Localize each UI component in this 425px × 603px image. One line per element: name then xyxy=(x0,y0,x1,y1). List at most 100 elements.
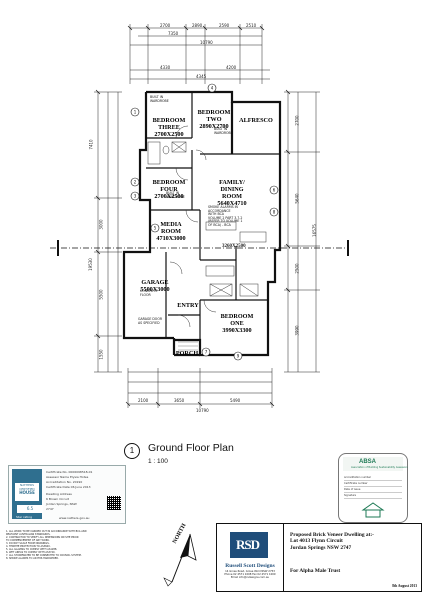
room-size: 4710X3000 xyxy=(156,235,186,242)
cert-row: Accreditation No. 20190 xyxy=(46,480,83,484)
cert-row: Certificate Date 06 June 2013 xyxy=(46,485,91,489)
cert-row: Dwelling Address xyxy=(46,492,72,496)
internal-walls xyxy=(146,92,280,340)
dim-bottom-seg-b: 3650 xyxy=(174,398,185,403)
nathers-star-rating: 6.5 xyxy=(17,505,43,513)
room-size: 5500X3000 xyxy=(140,286,170,293)
room-name: GARAGE xyxy=(141,279,169,286)
dim-top-overall-1: 7350 xyxy=(168,31,179,36)
room-name: BEDROOM ONE xyxy=(220,313,254,327)
dim-right-seg-c: 2500 xyxy=(294,263,300,274)
dim-top-seg-c: 2590 xyxy=(219,23,230,28)
dim-left-overall: 19530 xyxy=(87,258,93,271)
drawing-marker: 1 xyxy=(124,443,140,459)
plan-scale: 1 : 100 xyxy=(148,458,168,465)
dim-right-seg-d: 3990 xyxy=(294,325,300,336)
company-address: 14 Grose Road, Grose Wold NSW 2753 Phone… xyxy=(224,570,276,580)
svg-text:8: 8 xyxy=(273,210,276,215)
cert-row: Certificate No. 0006098518-01 xyxy=(46,470,93,474)
svg-text:9: 9 xyxy=(237,354,240,359)
cert-row: Assessor Name Elysia Hotes xyxy=(46,475,89,479)
absa-row: Date of issue xyxy=(344,488,402,493)
qr-code-icon xyxy=(107,496,121,510)
note-line: 5. ALL GLAZING TO COMPLY WITH AS1288. xyxy=(6,548,58,551)
section-line xyxy=(50,240,349,256)
room-marker-numbers: 1 4 2 3 6 8 5 7 9 xyxy=(134,86,276,359)
absa-stamp: ABSA Association of Building Sustainabil… xyxy=(338,453,408,523)
room-name: ALFRESCO xyxy=(239,117,273,124)
floor-plan-drawing: 1 4 2 3 6 8 5 7 9 xyxy=(50,24,349,408)
company-logo: RSD xyxy=(230,532,268,558)
dim-top-seg-d: 2510 xyxy=(246,23,257,28)
door-swings xyxy=(169,125,217,328)
nathers-label: NATHERS CERTIFIED xyxy=(19,483,35,491)
note-line: 4. TERMITE PROTECTION TO AS3660. xyxy=(6,545,51,548)
nathers-logo-house: NATHERS CERTIFIED HOUSE xyxy=(15,483,39,501)
dim-left-seg-d: 1550 xyxy=(98,349,104,360)
dim-top-overall-2: 10790 xyxy=(200,40,213,45)
note-wardrobe-bed4: BUILT IN WARDROBE xyxy=(166,191,185,199)
room-size: 5640X4710 xyxy=(217,200,247,207)
svg-text:2: 2 xyxy=(134,180,137,185)
room-name: MEDIA ROOM xyxy=(160,221,182,235)
company-logo-glyph: RSD xyxy=(236,537,260,552)
room-size: 2700X2500 xyxy=(154,193,184,200)
nathers-house-word: HOUSE xyxy=(19,490,35,495)
dim-left-seg-c: 5500 xyxy=(98,289,104,300)
room-size: 2700X2500 xyxy=(154,131,184,138)
bathroom-fixtures xyxy=(147,141,187,165)
note-line: 3. DO NOT SCALE FROM DRAWINGS. xyxy=(6,542,50,545)
project-description: Proposed Brick Veneer Dwelling at:- Lot … xyxy=(290,532,374,551)
note-line: TO COMMENCEMENT OF ANY WORK. xyxy=(6,539,50,542)
external-walls xyxy=(122,90,282,357)
dim-right-overall: 16575 xyxy=(311,224,317,237)
nathers-rating-label: Star rating xyxy=(16,515,32,519)
room-markers xyxy=(130,83,279,361)
left-dimension-lines xyxy=(94,91,122,373)
absa-subtitle: Association of Building Sustainability A… xyxy=(351,466,408,469)
room-entry: ENTRY xyxy=(176,295,200,309)
room-size: 3990X3300 xyxy=(222,327,252,334)
cert-row: Jordan Springs, NSW xyxy=(46,502,77,506)
cert-footer: www.nathers.gov.au xyxy=(59,516,90,520)
cert-row: 2747 xyxy=(46,507,54,511)
room-media: MEDIA ROOM 4710X3000 xyxy=(150,214,192,249)
svg-text:4: 4 xyxy=(211,86,214,91)
absa-logo: ABSA xyxy=(359,459,377,465)
svg-text:5: 5 xyxy=(154,226,157,231)
room-name: PORCH xyxy=(175,350,199,357)
porch-hatching xyxy=(178,341,198,351)
dim-top-seg-b: 2890 xyxy=(192,23,203,28)
note-line: RELEVANT AUSTRALIAN STANDARDS. xyxy=(6,533,51,536)
absa-header: ABSA Association of Building Sustainabil… xyxy=(343,457,408,471)
title-block-divider xyxy=(283,524,284,591)
dim-top-seg-f: 4200 xyxy=(226,65,237,70)
room-name: ENTRY xyxy=(177,302,199,309)
note-line: 2. CONTRACTOR TO VERIFY ALL DIMENSIONS O… xyxy=(6,536,79,539)
bottom-dimension-lines xyxy=(127,368,273,408)
note-line: 7. ALL STORMWATER TO BE CONNECTED TO COU… xyxy=(6,554,82,557)
room-name: BEDROOM TWO xyxy=(197,109,231,123)
note-line: 1. ALL WORK TO BE CARRIED OUT IN ACCORDA… xyxy=(6,530,87,533)
room-garage: GARAGE 5500X3000 xyxy=(132,272,178,300)
room-bedroom-three: BEDROOM THREE 2700X2500 xyxy=(146,110,192,145)
absa-row: Accreditation number xyxy=(344,476,402,481)
dim-top-seg-e: 4330 xyxy=(160,65,171,70)
note-wardrobe-top: BUILT IN WARDROBE xyxy=(150,95,169,103)
svg-text:6: 6 xyxy=(273,188,276,193)
room-porch: PORCH xyxy=(174,343,200,357)
client-name: For Alpha Male Trust xyxy=(290,568,341,574)
note-wardrobe-mid: BUILT IN WARDROBE xyxy=(214,127,233,135)
note-garage-door: GARAGE DOOR AS SPECIFIED xyxy=(138,317,163,325)
note-concrete-floor: CONCRETE FLOOR xyxy=(140,289,158,297)
dim-left-seg-b: 3000 xyxy=(98,219,104,230)
dim-bottom-overall: 10790 xyxy=(196,408,209,413)
drawing-notes: 1. ALL WORK TO BE CARRIED OUT IN ACCORDA… xyxy=(6,530,110,560)
dim-bottom-seg-c: 5490 xyxy=(230,398,241,403)
plan-title: Ground Floor Plan xyxy=(148,442,234,454)
room-name: BEDROOM FOUR xyxy=(152,179,186,193)
dimension-ticks xyxy=(95,25,291,407)
dim-top-overall-3: 4345 xyxy=(196,74,207,79)
note-line: 8. SMOKE ALARMS TO AS3786 HARDWIRED. xyxy=(6,557,59,560)
nathers-certificate: NATHERS CERTIFIED HOUSE 6.5 Star rating … xyxy=(8,465,126,524)
